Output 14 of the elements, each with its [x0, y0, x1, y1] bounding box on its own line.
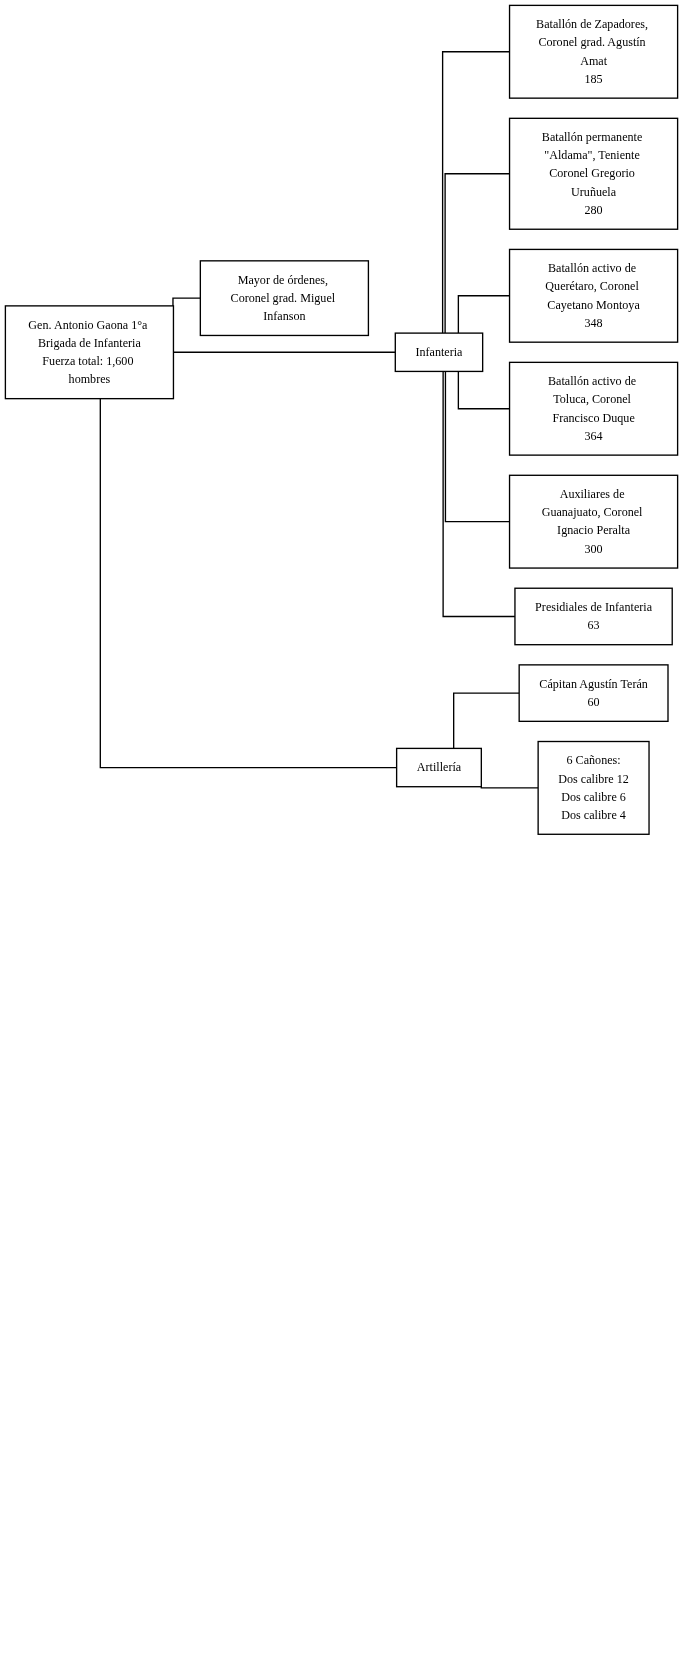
connector — [453, 692, 520, 750]
node-box: Gen. Antonio Gaona 1°a Brigada de Infanteria Fuerza total: 1,600 hombres — [4, 305, 175, 400]
node-box: Cápitan Agustín Terán 60 — [518, 664, 669, 722]
node-box: Batallón activo de Toluca, Coronel Francisco Duque 364 — [508, 361, 679, 456]
node-box: Infanteria — [394, 332, 484, 373]
node-box: Batallón activo de Querétaro, Coronel Cayetano Montoya 348 — [508, 248, 679, 343]
node-box: Presidiales de Infanteria 63 — [514, 587, 673, 646]
connector — [172, 297, 201, 307]
node-box: Batallón de Zapadores, Coronel grad. Agustín Amat 185 — [508, 4, 679, 99]
node-box: Mayor de órdenes, Coronel grad. Miguel Infanson — [199, 260, 370, 337]
node-box: Batallón permanente "Aldama", Teniente Coronel Gregorio Uruñuela 280 — [508, 117, 679, 230]
node-box: Auxiliares de Guanajuato, Coronel Ignacio Peralta 300 — [508, 474, 679, 569]
node-box: Artillería — [395, 747, 482, 788]
node-box: 6 Cañones: Dos calibre 12 Dos calibre 6 Dos calibre 4 — [537, 740, 650, 835]
